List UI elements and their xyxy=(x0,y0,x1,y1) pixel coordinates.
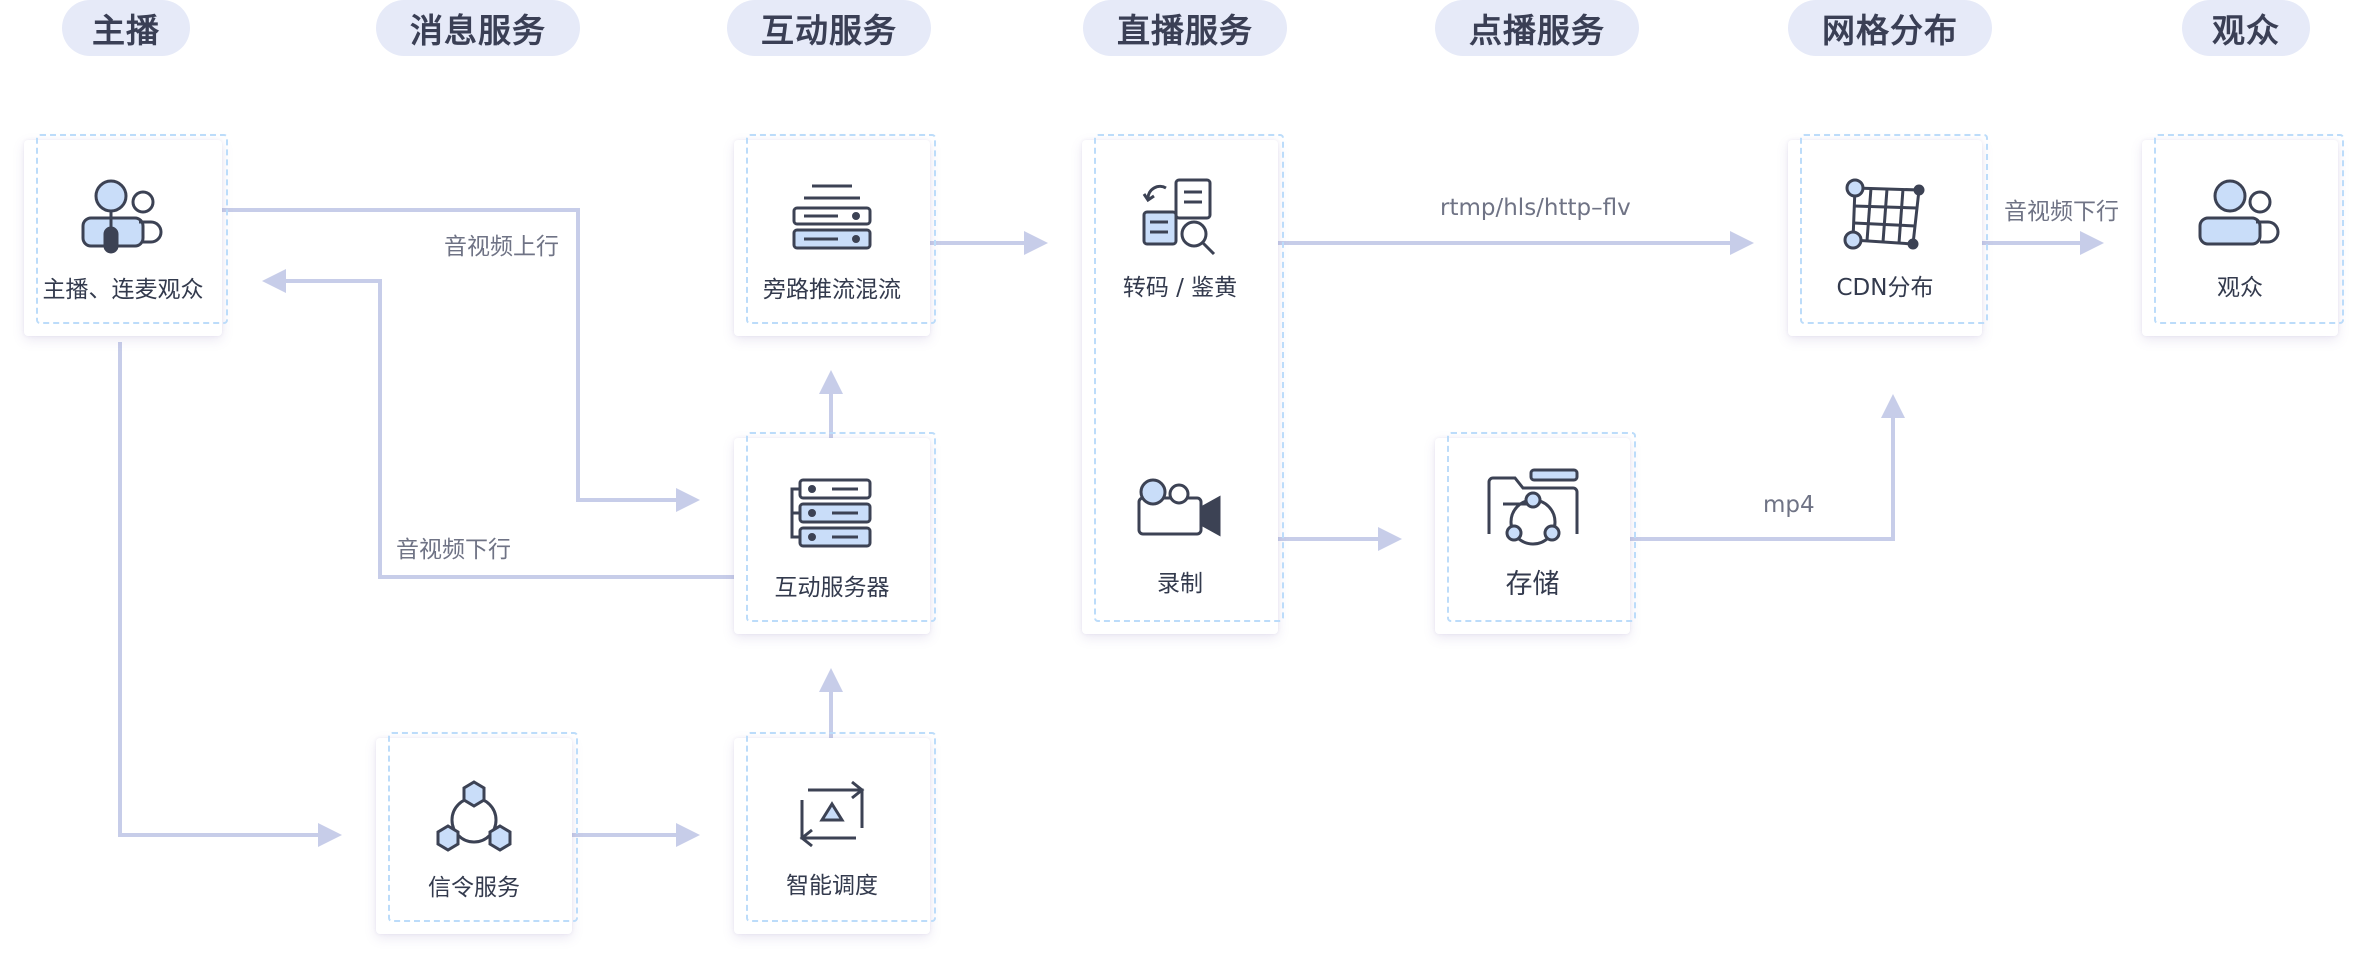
node-transcode-label: 转码 / 鉴黄 xyxy=(1122,275,1238,301)
node-interactive-server-label: 互动服务器 xyxy=(774,575,890,601)
column-header-cdn: 网格分布 xyxy=(1788,0,1992,56)
column-header-audience: 观众 xyxy=(2182,0,2310,56)
column-header-vod: 点播服务 xyxy=(1435,0,1639,56)
node-signaling-label: 信令服务 xyxy=(428,875,520,901)
node-bypass-mix-label: 旁路推流混流 xyxy=(763,277,901,303)
node-storage[interactable]: 存储 xyxy=(1435,432,1636,634)
node-cdn[interactable]: CDN分布 xyxy=(1788,134,1988,336)
node-audience[interactable]: 观众 xyxy=(2142,134,2344,336)
column-header-interactive: 互动服务 xyxy=(727,0,931,56)
node-anchor[interactable]: 主播、连麦观众 xyxy=(24,134,228,336)
edge-storage-to-cdn xyxy=(1630,394,1905,541)
node-signaling[interactable]: 信令服务 xyxy=(376,732,578,934)
node-scheduling-label: 智能调度 xyxy=(786,873,878,899)
column-header-live: 直播服务 xyxy=(1083,0,1287,56)
node-cdn-label: CDN分布 xyxy=(1836,275,1934,301)
storage-folder-icon xyxy=(1487,468,1578,546)
anchor-microphone-icon xyxy=(81,179,163,254)
column-header-messaging: 消息服务 xyxy=(376,0,580,56)
edge-label-cdn-downlink: 音视频下行 xyxy=(2004,199,2119,225)
column-header-anchor: 主播 xyxy=(62,0,190,56)
node-audience-label: 观众 xyxy=(2217,275,2263,301)
node-scheduling[interactable]: 智能调度 xyxy=(734,732,936,934)
node-interactive-server[interactable]: 互动服务器 xyxy=(734,432,936,634)
node-anchor-label: 主播、连麦观众 xyxy=(42,277,204,303)
edge-label-mp4: mp4 xyxy=(1763,492,1815,518)
audience-user-icon xyxy=(2198,179,2280,246)
node-bypass-mix[interactable]: 旁路推流混流 xyxy=(734,134,936,336)
node-storage-label: 存储 xyxy=(1505,569,1560,600)
edge-label-protocols: rtmp/hls/http–flv xyxy=(1440,195,1631,221)
edge-anchor-to-interactive-server xyxy=(222,208,700,512)
cdn-grid-icon xyxy=(1843,178,1925,250)
smart-scheduling-icon xyxy=(799,780,865,848)
server-rack-icon xyxy=(790,478,872,548)
edge-interactive-server-to-anchor xyxy=(262,269,734,579)
stream-mixer-icon xyxy=(792,184,872,250)
signaling-network-icon xyxy=(436,780,512,852)
record-camera-icon xyxy=(1137,478,1221,537)
transcode-search-icon xyxy=(1142,178,1216,256)
node-live-service: 转码 / 鉴黄 录制 xyxy=(1082,134,1284,634)
edge-label-uplink: 音视频上行 xyxy=(444,234,559,260)
edge-anchor-to-signaling xyxy=(118,342,342,847)
node-record-label: 录制 xyxy=(1157,571,1203,597)
edge-label-downlink: 音视频下行 xyxy=(396,537,511,563)
